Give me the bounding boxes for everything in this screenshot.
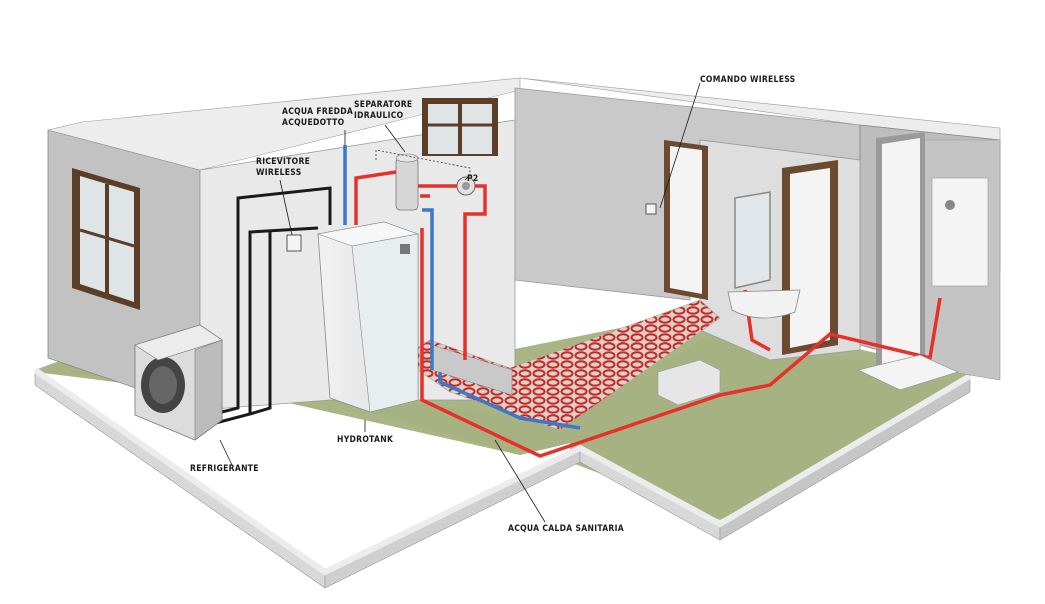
label-acquedotto: ACQUEDOTTO: [282, 118, 345, 128]
label-separatore: SEPARATORE: [354, 100, 412, 110]
label-comando-wireless: COMANDO WIRELESS: [700, 75, 795, 85]
window-back: [422, 98, 498, 156]
washbasin: [727, 289, 801, 319]
shower-doorway: [876, 132, 925, 370]
dashed-control-line: [375, 149, 471, 178]
shower-tray: [856, 354, 960, 391]
label-idraulico: IDRAULICO: [354, 111, 404, 121]
window-left: [72, 168, 140, 310]
cold-water-pipes: [343, 145, 581, 430]
bathroom-mirror: [734, 191, 771, 289]
door-back: [664, 140, 708, 300]
refrigerant-pipes: [197, 186, 332, 427]
label-ricevitore: RICEVITORE: [256, 157, 310, 167]
thermostat-wireless: [645, 203, 657, 215]
hydrotank-unit: [316, 221, 420, 413]
bathroom-step: [657, 359, 721, 406]
labels: ACQUA FREDDA ACQUEDOTTO SEPARATORE IDRAU…: [190, 75, 795, 534]
label-acqua-fredda: ACQUA FREDDA: [282, 107, 353, 117]
pump-p2: [456, 176, 476, 196]
shower-head-icon: [945, 200, 955, 210]
floor-main-room: [40, 330, 965, 520]
leader-lines: [219, 82, 701, 523]
label-hydrotank: HYDROTANK: [337, 435, 394, 445]
shower-panel: [931, 177, 989, 287]
outdoor-unit: [134, 324, 223, 441]
label-wireless: WIRELESS: [256, 168, 302, 178]
hydraulic-separator: [395, 153, 419, 211]
left-wall-top: [47, 77, 521, 171]
door-bathroom: [782, 160, 838, 355]
hot-water-pipes: [354, 170, 942, 458]
floor-slab: [33, 312, 972, 589]
label-p2: P2: [467, 174, 479, 184]
wireless-receiver: [286, 234, 302, 252]
bathroom-fixtures: [645, 177, 989, 406]
label-acqua-calda-sanitaria: ACQUA CALDA SANITARIA: [508, 524, 624, 534]
label-refrigerante: REFRIGERANTE: [190, 464, 259, 474]
floor-border: [33, 367, 972, 576]
